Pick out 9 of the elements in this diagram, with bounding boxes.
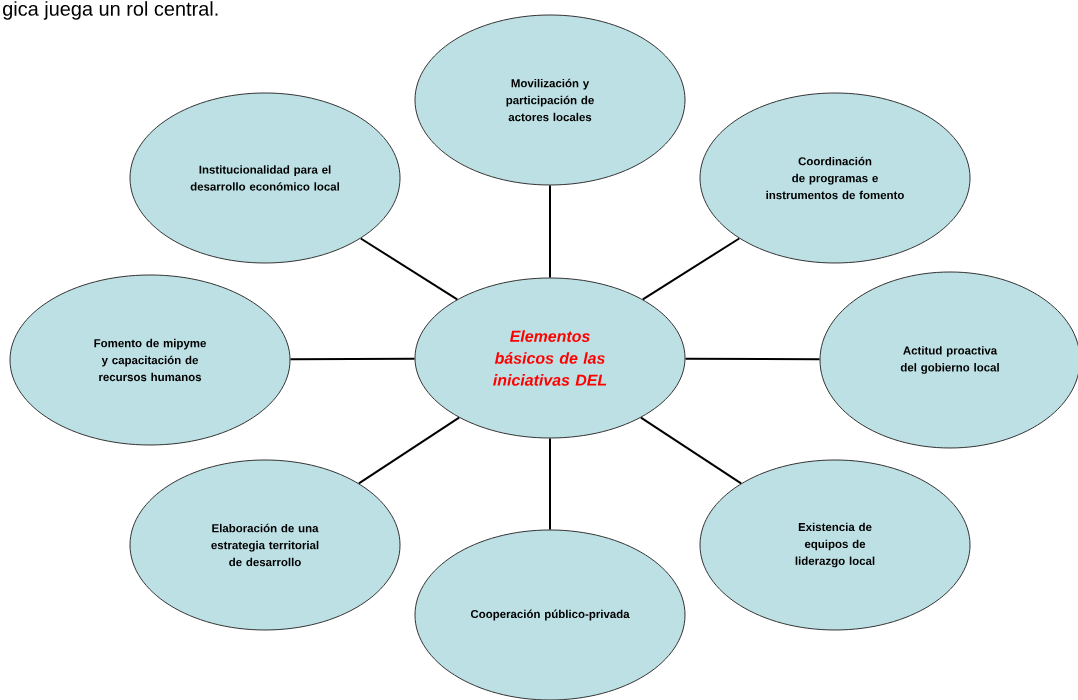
connector-line xyxy=(641,237,741,301)
connector-line xyxy=(357,416,461,485)
connector-line xyxy=(359,237,459,301)
heading-text: gica juega un rol central. xyxy=(3,1,218,20)
connector-line xyxy=(549,184,551,279)
connector-line xyxy=(289,357,416,361)
connector-line xyxy=(684,357,821,361)
connector-line xyxy=(549,437,551,531)
connector-line xyxy=(639,416,743,485)
